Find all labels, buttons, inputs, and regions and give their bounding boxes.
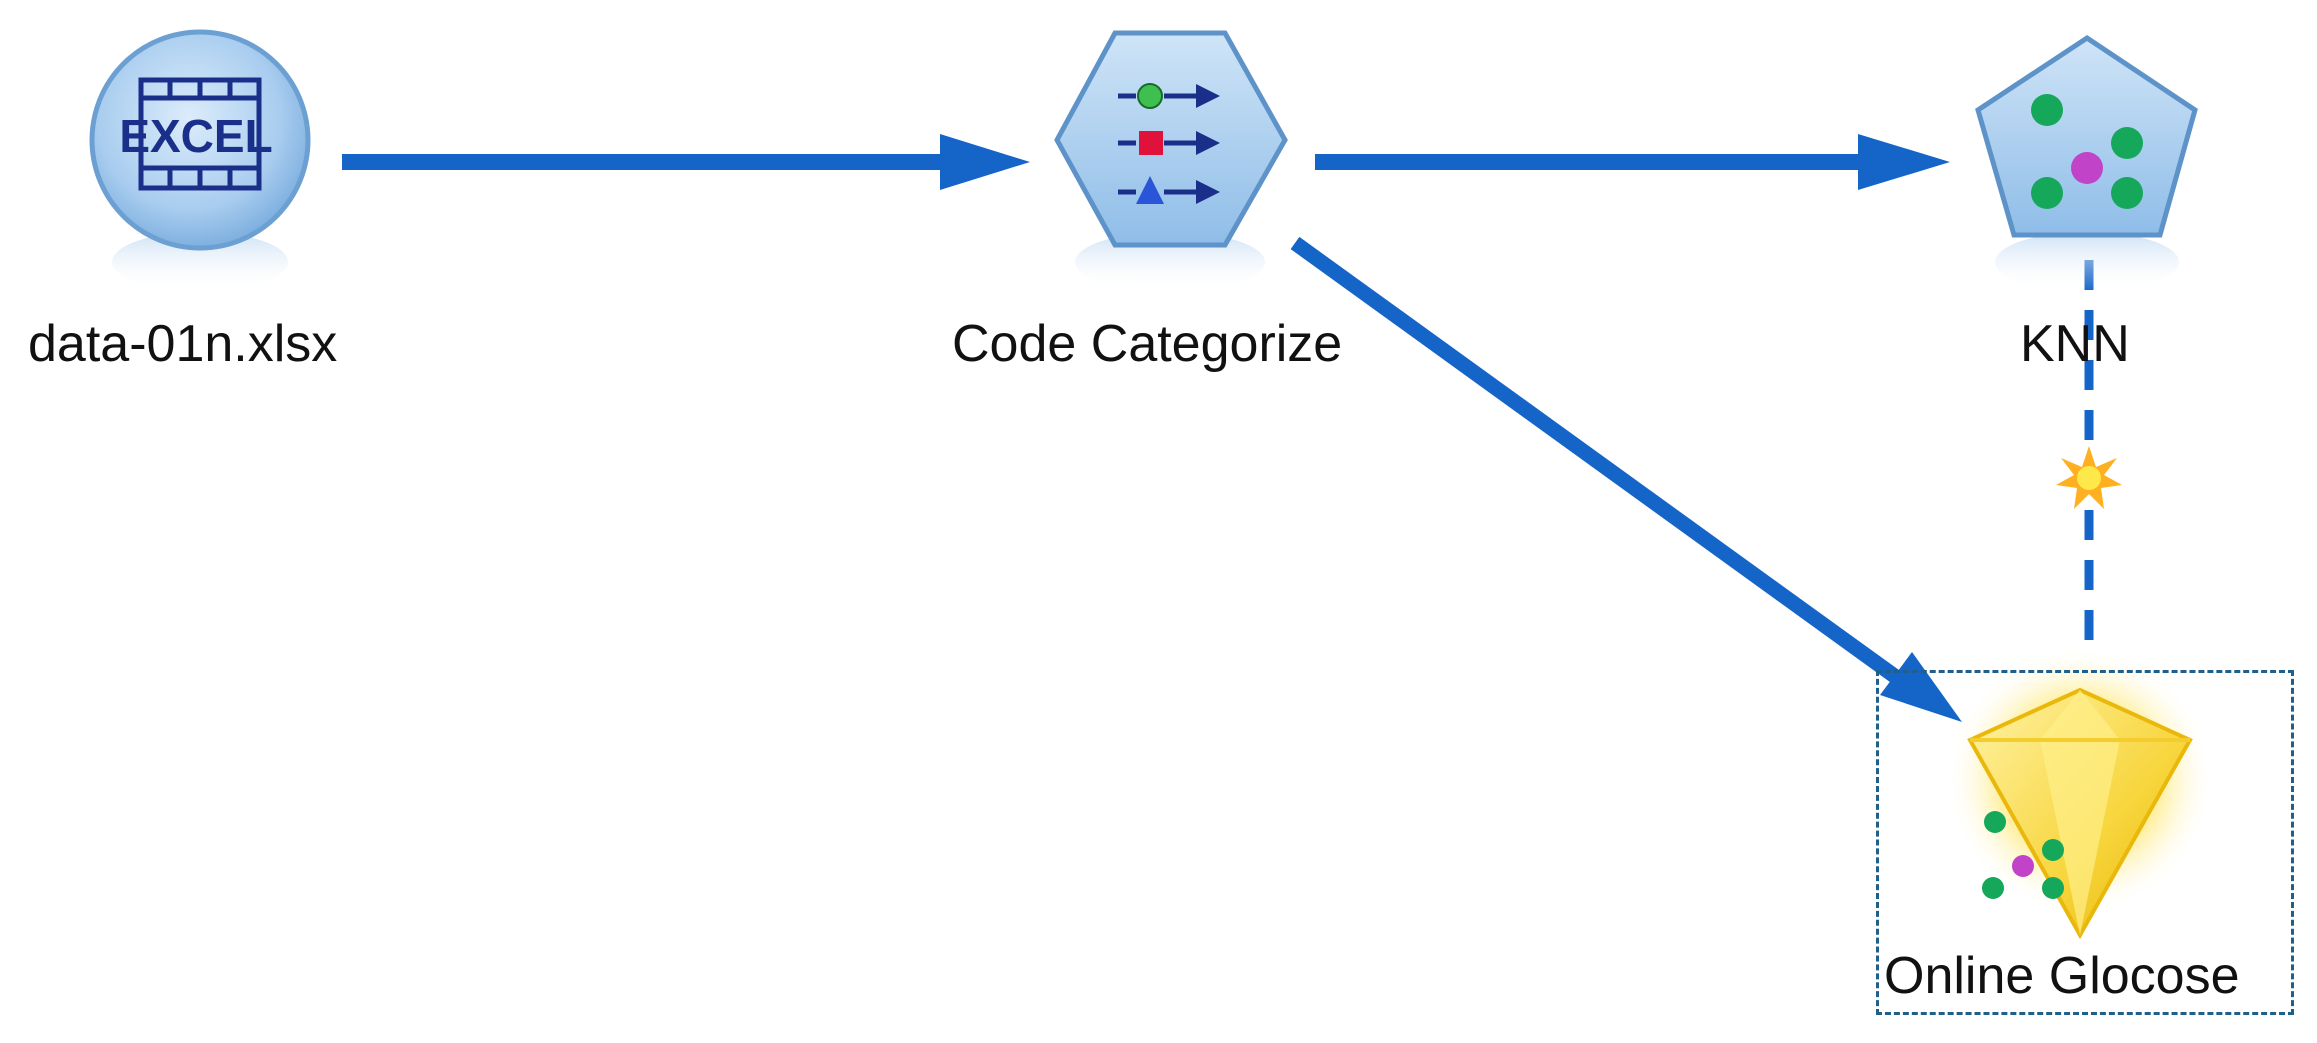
arrowhead-icon [1880, 652, 1962, 722]
node-code-categorize[interactable] [1054, 30, 1288, 292]
node-label-online-glocose[interactable]: Online Glocose [1884, 947, 2240, 1005]
node-label-code-categorize[interactable]: Code Categorize [952, 315, 1343, 373]
node-label-knn[interactable]: KNN [2020, 315, 2130, 373]
selection-box [1876, 670, 2294, 1015]
knn-cluster-small-icon [1982, 811, 2064, 899]
excel-source-icon [89, 29, 311, 251]
node-reflection [112, 232, 288, 292]
categorize-rows-icon [1118, 83, 1220, 204]
node-data-source[interactable]: EXCEL [89, 29, 311, 292]
edge-data-to-code[interactable] [342, 134, 1030, 190]
excel-table-icon [138, 77, 262, 191]
knn-pentagon-icon [1975, 34, 2198, 238]
edge-code-to-knn[interactable] [1315, 134, 1950, 190]
arrowhead-icon [1858, 134, 1950, 190]
arrowhead-icon [940, 134, 1030, 190]
excel-icon-text: EXCEL [119, 110, 272, 162]
edge-code-to-online[interactable] [1290, 236, 1962, 722]
node-knn[interactable] [1975, 34, 2198, 292]
generated-model-star-icon [2056, 446, 2122, 509]
node-online-glocose[interactable] [1945, 645, 2215, 940]
node-label-data[interactable]: data-01n.xlsx [28, 315, 338, 373]
knn-cluster-icon [2031, 94, 2143, 209]
node-reflection [1995, 232, 2179, 292]
categorize-hexagon-icon [1054, 30, 1288, 248]
